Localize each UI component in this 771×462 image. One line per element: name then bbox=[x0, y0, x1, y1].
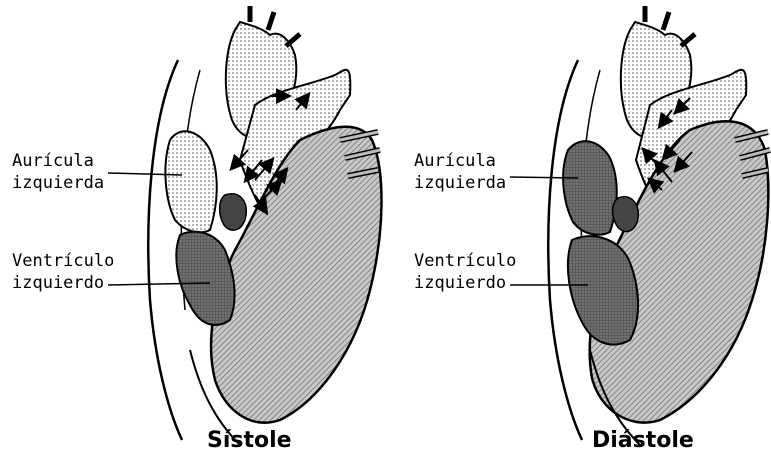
diastole-atrium-leader-line bbox=[510, 177, 578, 178]
diastole-left-atrium bbox=[563, 141, 617, 235]
systole-atrium-label-line1: Aurícula bbox=[12, 150, 104, 172]
diastole-atrium-label-line2: izquierda bbox=[414, 172, 506, 194]
diastole-caption: Diástole bbox=[592, 428, 694, 453]
systole-left-ventricle bbox=[176, 232, 234, 325]
diastole-heart-illustration bbox=[548, 6, 770, 445]
diastole-ventricle-label-line2: izquierdo bbox=[414, 272, 516, 294]
diastole-ventricle-label: Ventrículo izquierdo bbox=[414, 250, 516, 294]
systole-ventricle-label: Ventrículo izquierdo bbox=[12, 250, 114, 294]
systole-atrium-label: Aurícula izquierda bbox=[12, 150, 104, 194]
systole-ventricle-label-line1: Ventrículo bbox=[12, 250, 114, 272]
systole-left-atrium bbox=[165, 131, 216, 232]
diastole-ventricle-label-line1: Ventrículo bbox=[414, 250, 516, 272]
systole-heart-illustration bbox=[148, 6, 381, 445]
systole-ventricle-label-line2: izquierdo bbox=[12, 272, 114, 294]
diastole-atrium-label-line1: Aurícula bbox=[414, 150, 506, 172]
systole-atrium-label-line2: izquierda bbox=[12, 172, 104, 194]
systole-ventricle-wall bbox=[211, 127, 381, 423]
systole-caption: Sístole bbox=[207, 428, 292, 453]
diastole-atrium-label: Aurícula izquierda bbox=[414, 150, 506, 194]
